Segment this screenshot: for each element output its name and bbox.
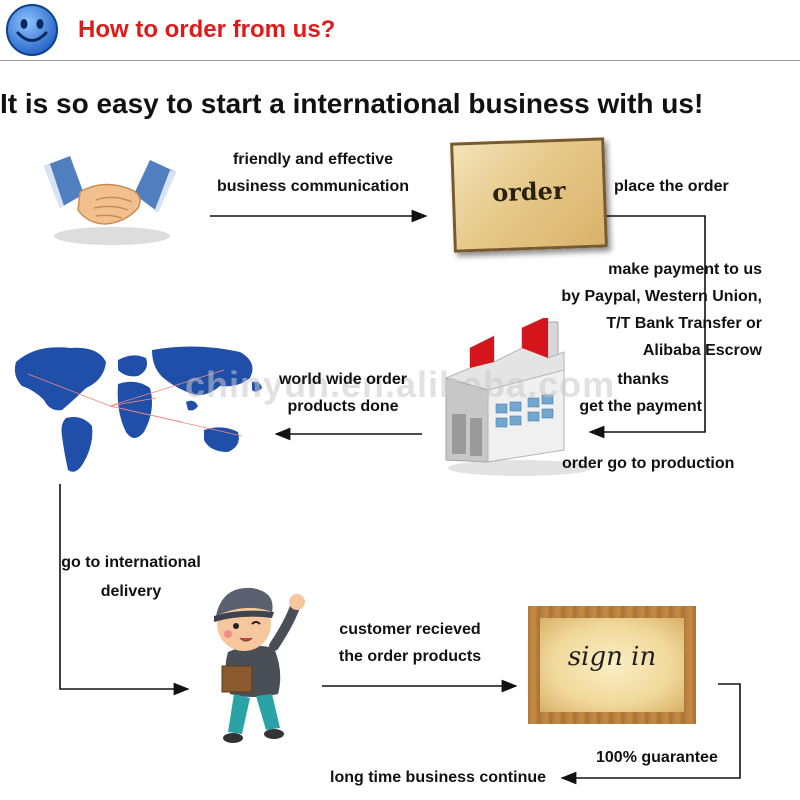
courier-icon	[200, 582, 310, 748]
thanks-line-2: get the payment	[579, 398, 702, 415]
thanks-line-1: thanks	[617, 371, 669, 388]
products-done-line-2: products done	[287, 398, 399, 415]
place-order-label: place the order	[614, 178, 729, 195]
communication-line-1: friendly and effective	[232, 151, 394, 168]
line-sign-to-continue	[560, 683, 741, 785]
watermark: chinyun.en.alibaba.com	[185, 364, 616, 405]
received-label: customer recieved the order products	[320, 616, 500, 670]
headline: It is so easy to start a international b…	[0, 88, 704, 119]
sign-in-paper: sign in	[540, 618, 684, 712]
payment-line-1: make payment to us	[608, 261, 762, 278]
sign-in-text: sign in	[567, 642, 657, 672]
world-map-icon	[6, 340, 268, 480]
line-order-to-payment	[588, 215, 706, 439]
production-label: order go to production	[562, 455, 735, 472]
communication-line-2: business communication	[216, 178, 410, 195]
products-done-line-1: world wide order	[278, 371, 407, 388]
factory-icon	[436, 315, 592, 478]
delivery-line-2: delivery	[100, 583, 162, 600]
products-done-label: world wide order products done	[268, 366, 418, 420]
page-title: How to order from us?	[78, 16, 336, 43]
thanks-label: thanks get the payment	[560, 366, 702, 420]
order-paper-image: order	[450, 137, 608, 253]
payment-line-3: T/T Bank Transfer or	[606, 315, 762, 332]
communication-label: friendly and effective business communic…	[200, 146, 426, 200]
order-paper-text: order	[491, 175, 567, 208]
received-line-1: customer recieved	[339, 621, 481, 638]
continue-label: long time business continue	[330, 769, 547, 786]
delivery-label: go to international delivery	[60, 548, 202, 606]
guarantee-label: 100% guarantee	[596, 749, 718, 766]
payment-label: make payment to us by Paypal, Western Un…	[540, 256, 762, 364]
payment-line-4: Alibaba Escrow	[642, 342, 762, 359]
delivery-line-1: go to international	[61, 554, 201, 571]
handshake-icon	[40, 150, 180, 250]
header-divider	[0, 60, 800, 61]
logo-smiley-icon	[4, 2, 60, 58]
line-map-to-courier	[59, 484, 190, 696]
received-line-2: the order products	[338, 648, 482, 665]
payment-line-2: by Paypal, Western Union,	[561, 288, 762, 305]
